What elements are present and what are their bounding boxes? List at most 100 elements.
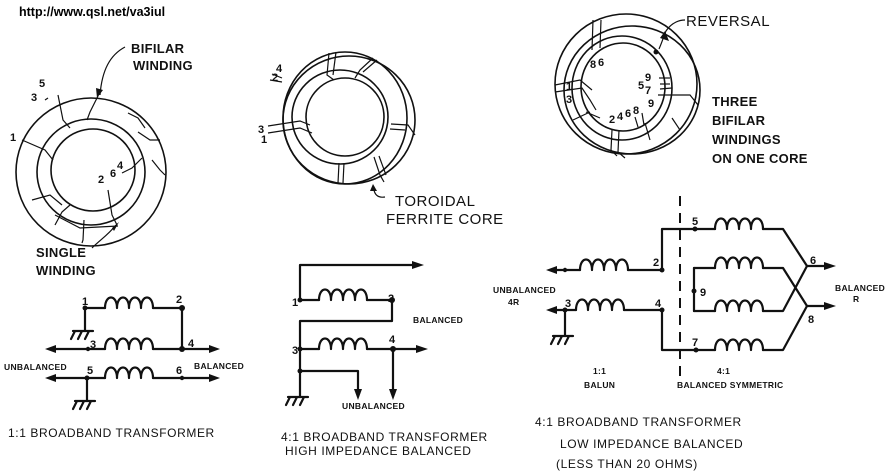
arrow-right-icon <box>416 345 428 353</box>
pin-label: 3 <box>31 92 37 104</box>
inductor-coil-icon <box>578 258 630 272</box>
label-4to1: 4:1 <box>717 366 730 376</box>
pin-label: 5 <box>39 78 45 90</box>
inductor-coil-icon <box>574 298 626 312</box>
pin-label: 3 <box>258 124 264 136</box>
arrow-right-icon <box>209 374 220 382</box>
pin-label: 2 <box>176 294 182 306</box>
label-reversal: REVERSAL <box>686 13 770 30</box>
toroid-2-ferrite-core: 4 2 3 1 TOROIDAL FERRITE CORE <box>258 51 503 228</box>
ground-icon <box>284 395 310 407</box>
arrow-down-icon <box>389 389 397 400</box>
source-url: http://www.qsl.net/va3iul <box>19 5 166 19</box>
toroid-3-reversal-pointer <box>658 19 686 50</box>
label-r: R <box>853 294 859 304</box>
toroid-2-middle-ring <box>291 69 389 165</box>
pin-label: 2 <box>98 174 104 186</box>
label-balanced: BALANCED <box>835 283 885 293</box>
arrow-down-icon <box>354 389 362 400</box>
pin-label: 1 <box>292 297 298 309</box>
toroid-2-core-pointer <box>373 189 386 198</box>
pin-label: 6 <box>176 365 182 377</box>
pin-label: 2 <box>653 257 659 269</box>
toroid-3-outer-ring <box>554 13 698 155</box>
toroid-2-windings <box>267 51 416 184</box>
arrow-right-icon <box>824 302 836 310</box>
inductor-coil-icon <box>317 337 369 351</box>
toroid-1-outer-ring <box>15 97 167 247</box>
arrowhead-icon <box>96 88 103 98</box>
inductor-coil-icon <box>713 217 765 231</box>
label-balanced-symmetric: BALANCED SYMMETRIC <box>677 380 783 390</box>
toroid-3-inner-ring <box>580 42 666 132</box>
caption-4to1-low: 4:1 BROADBAND TRANSFORMER <box>535 415 742 429</box>
label-three-bifilar: THREE <box>712 94 758 109</box>
label-balanced: BALANCED <box>413 315 463 325</box>
pin-label: 4 <box>117 160 124 172</box>
pin-label: 7 <box>645 85 651 97</box>
pin-label: 7 <box>692 337 698 349</box>
label-bifilar-winding: WINDING <box>133 58 193 73</box>
pin-label: 3 <box>292 345 298 357</box>
inductor-coil-icon <box>103 296 155 310</box>
inductor-coil-icon <box>103 366 155 380</box>
pin-label: 9 <box>645 72 651 84</box>
pin-label: 3 <box>566 94 572 106</box>
caption-1to1: 1:1 BROADBAND TRANSFORMER <box>8 426 215 440</box>
pin-label: 1 <box>82 296 88 308</box>
inductor-coil-icon <box>103 337 155 351</box>
label-unbalanced: UNBALANCED <box>4 362 67 372</box>
arrow-left-icon <box>45 345 56 353</box>
arrow-right-icon <box>209 345 220 353</box>
toroid-3-three-bifilar: 8 6 1 3 9 5 7 9 2 4 6 8 REVERSAL THREE B… <box>554 13 807 166</box>
toroid-1-middle-ring <box>36 118 146 226</box>
pin-label: 3 <box>90 339 96 351</box>
label-balun: BALUN <box>584 380 615 390</box>
label-unbalanced: UNBALANCED <box>342 401 405 411</box>
ground-icon <box>549 334 575 346</box>
ground-icon <box>71 399 97 411</box>
arrowhead-icon <box>112 222 119 231</box>
label-balanced: BALANCED <box>194 361 244 371</box>
label-three-bifilar: WINDINGS <box>712 132 781 147</box>
arrow-left-icon <box>546 306 557 314</box>
label-single-winding: WINDING <box>36 263 96 278</box>
circuit-3-4to1-low-impedance: 2 3 4 5 6 7 8 9 UNBALANCED 4R BALANCED R… <box>493 196 885 471</box>
pin-label: 1 <box>261 134 267 146</box>
pin-label: 8 <box>590 59 596 71</box>
pin-label: 2 <box>388 293 394 305</box>
arrow-left-icon <box>45 374 56 382</box>
arrowhead-icon <box>370 184 377 191</box>
pin-label: 5 <box>638 80 644 92</box>
caption-4to1-high: HIGH IMPEDANCE BALANCED <box>285 444 472 458</box>
pin-label: 4 <box>655 298 662 310</box>
pin-label: 1 <box>566 81 572 93</box>
label-three-bifilar: BIFILAR <box>712 113 766 128</box>
pin-label: 4 <box>276 63 283 75</box>
pin-label: 2 <box>609 114 615 126</box>
pin-label: 2 <box>272 72 278 84</box>
circuit-2-4to1-high-impedance: 1 2 3 4 BALANCED UNBALANCED 4:1 BROADBAN… <box>281 261 487 458</box>
pin-label: 8 <box>808 314 814 326</box>
toroid-1-windings <box>21 94 166 244</box>
inductor-coil-icon <box>713 256 765 270</box>
inductor-coil-icon <box>713 338 765 352</box>
arrow-right-icon <box>824 262 836 270</box>
ground-icon <box>69 329 95 341</box>
pin-label: 4 <box>617 111 624 123</box>
toroid-2-back-ring <box>282 55 416 185</box>
pin-label: 4 <box>188 338 195 350</box>
arrowhead-icon <box>660 31 669 41</box>
inductor-coil-icon <box>317 288 369 302</box>
arrow-left-icon <box>546 266 557 274</box>
label-toroidal: TOROIDAL <box>395 193 475 210</box>
caption-4to1-low: (LESS THAN 20 OHMS) <box>556 457 698 471</box>
toroid-2-inner-ring <box>305 77 385 157</box>
pin-label: 8 <box>633 105 639 117</box>
label-unbalanced: UNBALANCED <box>493 285 556 295</box>
toroid-3-windings <box>554 19 699 159</box>
pin-label: 5 <box>87 365 93 377</box>
pin-label: 9 <box>648 98 654 110</box>
pin-label: 9 <box>700 287 706 299</box>
